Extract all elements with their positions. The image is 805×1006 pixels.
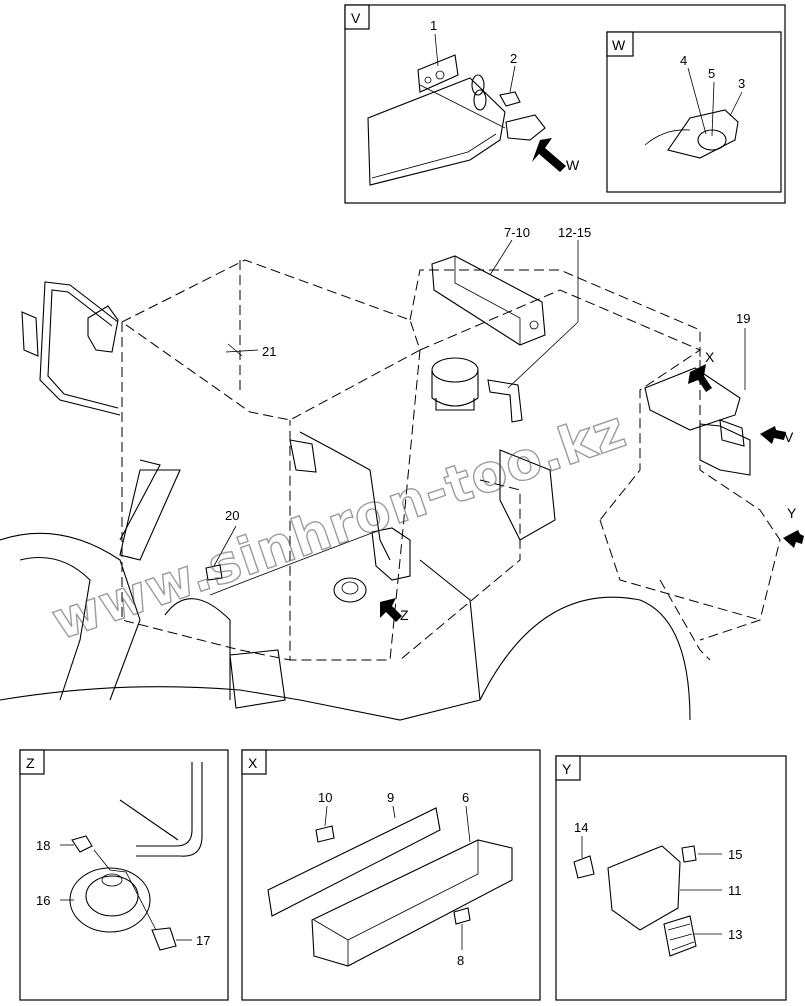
bolt-part-2 xyxy=(499,91,521,107)
part-label-8: 8 xyxy=(457,953,464,968)
air-intake xyxy=(431,357,479,383)
view-arrow-y xyxy=(783,530,804,548)
detail-x-tag: X xyxy=(248,755,258,771)
part-label-11: 11 xyxy=(728,883,742,898)
plate xyxy=(367,77,506,186)
part-label-14: 14 xyxy=(574,820,588,835)
bolt-part-8 xyxy=(453,907,471,925)
part-label-7-10: 7-10 xyxy=(504,225,530,240)
detail-z-tag-box xyxy=(19,749,45,775)
part-label-18: 18 xyxy=(36,838,50,853)
detail-v-tag: V xyxy=(351,10,361,26)
detail-w-tag: W xyxy=(612,37,626,53)
part-label-15: 15 xyxy=(728,847,742,862)
part-label-5: 5 xyxy=(708,66,715,81)
detail-y-frame xyxy=(555,755,787,1001)
view-arrow-z-label: Z xyxy=(400,607,409,623)
part-label-13: 13 xyxy=(728,927,742,942)
part-12-15-bracket xyxy=(487,379,523,423)
detail-x-tag-box xyxy=(241,749,267,775)
detail-view-x: X 10 9 6 8 xyxy=(241,749,541,1001)
lamp-housing xyxy=(667,109,739,159)
part-label-2: 2 xyxy=(510,51,517,66)
part-label-4: 4 xyxy=(680,53,687,68)
plate-part-9 xyxy=(267,807,441,917)
view-arrow-v xyxy=(760,426,786,444)
detail-w-tag-box xyxy=(606,31,634,57)
nut-part-15 xyxy=(681,845,697,863)
part-label-16: 16 xyxy=(36,893,50,908)
part-label-1: 1 xyxy=(430,18,437,33)
part-label-20: 20 xyxy=(225,508,239,523)
detail-y-tag: Y xyxy=(562,761,572,777)
part-label-3: 3 xyxy=(738,76,745,91)
part-label-10: 10 xyxy=(318,790,332,805)
horn xyxy=(333,577,367,603)
part-label-17: 17 xyxy=(196,933,210,948)
detail-y-tag-box xyxy=(555,755,581,781)
view-arrow-x xyxy=(688,364,712,392)
detail-view-v: V 1 2 W W 4 5 3 xyxy=(344,4,786,204)
view-arrow-y-label: Y xyxy=(787,505,797,521)
part-label-9: 9 xyxy=(387,790,394,805)
detail-z-frame xyxy=(19,749,229,1001)
left-mirror xyxy=(21,311,39,357)
bolt-17 xyxy=(151,927,177,951)
view-arrow-w-label: W xyxy=(566,157,580,173)
part-20-sticker xyxy=(205,564,223,581)
bracket-part-1 xyxy=(417,54,459,93)
view-arrow-z xyxy=(380,598,402,622)
detail-view-y: Y 14 15 11 13 xyxy=(555,755,787,1001)
reflector-part-13 xyxy=(663,915,697,957)
main-machine-view: 7-10 12-15 19 21 20 xyxy=(0,225,804,721)
lamp xyxy=(505,114,546,141)
part-label-21: 21 xyxy=(262,344,276,359)
bolt-part-14 xyxy=(573,855,595,879)
part-label-6: 6 xyxy=(462,790,469,805)
detail-w-frame xyxy=(606,31,782,193)
view-arrow-v-label: V xyxy=(784,429,794,445)
detail-v-tag-box xyxy=(344,4,370,30)
part-label-19: 19 xyxy=(736,311,750,326)
detail-x-frame xyxy=(241,749,541,1001)
part-label-12-15: 12-15 xyxy=(558,225,591,240)
view-arrow-x-label: X xyxy=(705,349,715,365)
bolt-part-10 xyxy=(315,825,335,843)
nut-18 xyxy=(71,835,93,853)
part-19-rear-light xyxy=(644,367,741,431)
right-mirror xyxy=(371,527,411,581)
rear-plate xyxy=(699,423,751,476)
front-light xyxy=(229,649,286,709)
bracket-part-11 xyxy=(607,845,681,931)
view-arrow-w xyxy=(532,138,566,172)
part-7-10-bar xyxy=(431,255,546,346)
detail-z-tag: Z xyxy=(26,755,35,771)
detail-view-z: Z 18 16 17 xyxy=(19,749,229,1001)
